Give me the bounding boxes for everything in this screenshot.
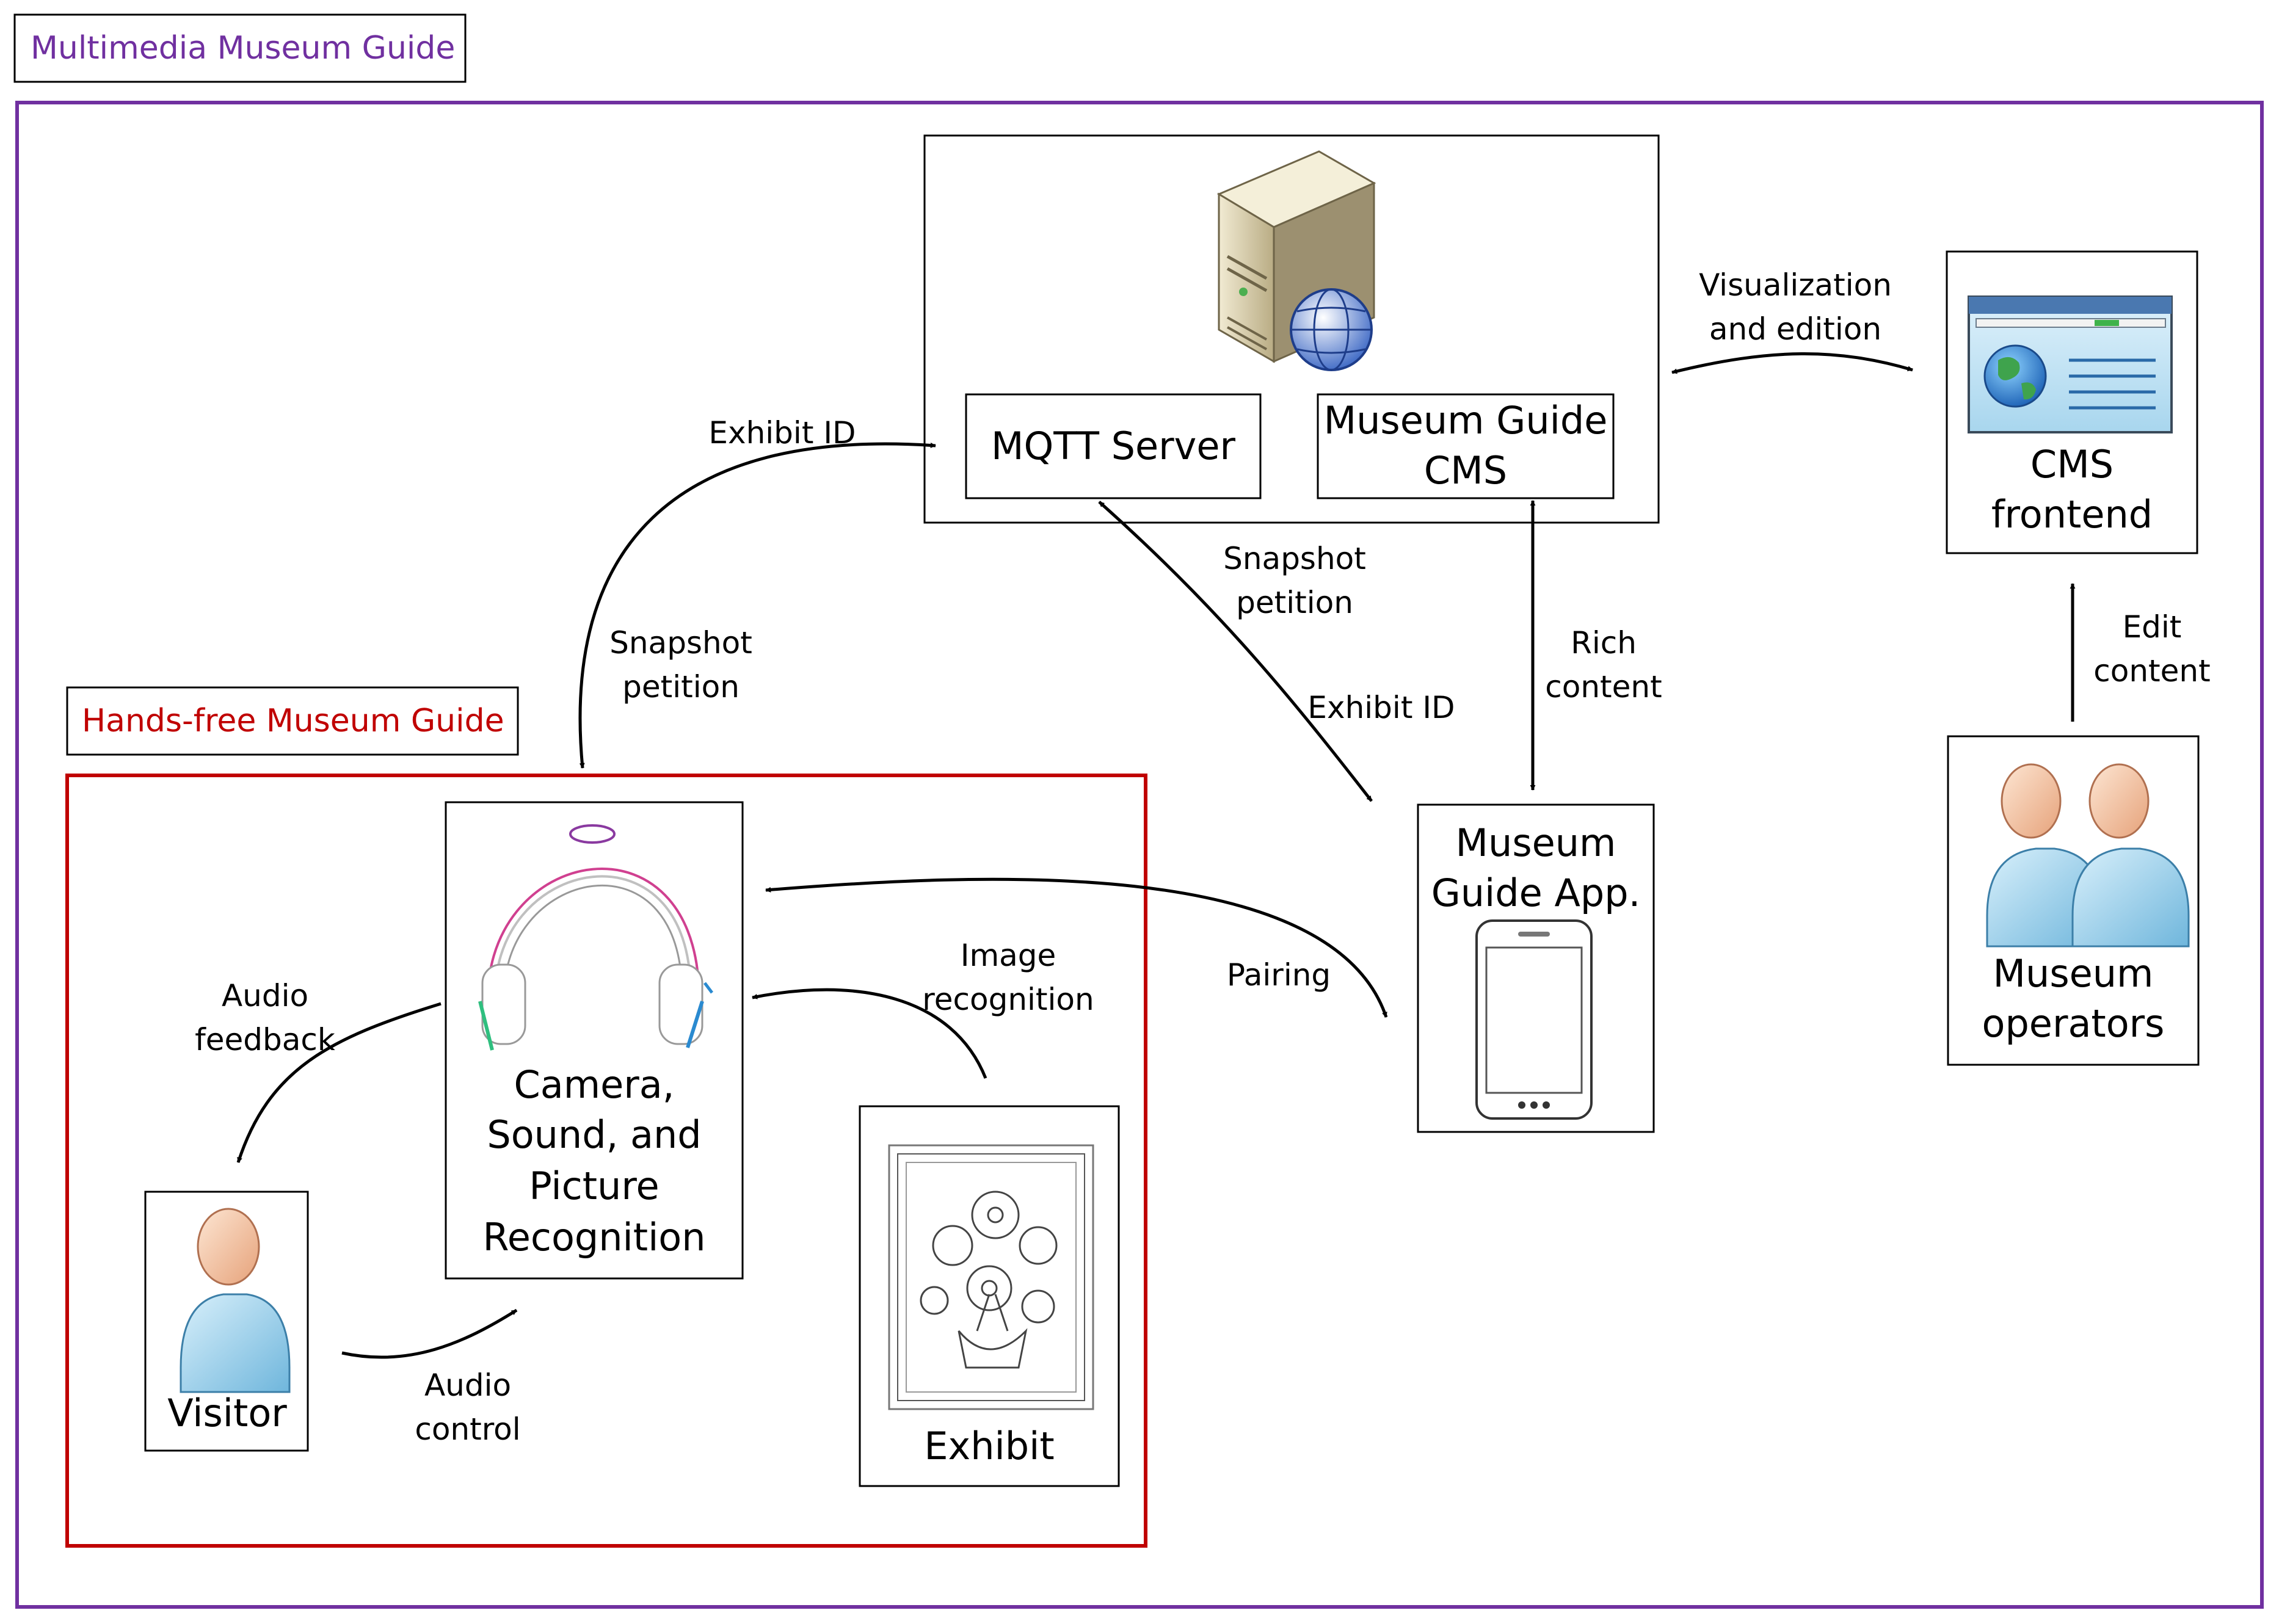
- outer-group-label-box: [13, 13, 467, 83]
- edge-mqtt-app: [1098, 501, 1373, 802]
- edge-label-rich-1: Rich: [1571, 625, 1637, 661]
- edge-label-snapshot-left-1: Snapshot: [609, 625, 752, 661]
- visitor-label: Visitor: [167, 1391, 287, 1435]
- edge-label-image-2: recognition: [922, 982, 1094, 1017]
- museum-operators-label-line2: operators: [1982, 1001, 2165, 1046]
- edge-label-pairing: Pairing: [1227, 957, 1331, 993]
- museum-operators-label-line1: Museum: [1993, 951, 2154, 996]
- edge-label-snapshot-mid-2: petition: [1236, 585, 1353, 620]
- mqtt-server-label: MQTT Server: [991, 424, 1235, 468]
- users-icon: [1986, 763, 2190, 948]
- cms-frontend-node: CMS frontend: [1946, 250, 2198, 554]
- user-icon: [180, 1208, 291, 1393]
- edge-label-vis-1: Visualization: [1699, 267, 1892, 303]
- edge-exhibit-headset: [752, 988, 987, 1079]
- inner-group-label-box: [66, 686, 519, 756]
- cms-frontend-label-line2: frontend: [1991, 492, 2153, 537]
- edge-label-exhibit-id-left: Exhibit ID: [708, 415, 856, 451]
- headset-label-line4: Recognition: [482, 1215, 705, 1260]
- web-server-icon: [1216, 150, 1376, 371]
- edge-headset-visitor: [236, 1002, 442, 1163]
- exhibit-label: Exhibit: [924, 1424, 1054, 1468]
- cms-frontend-label-line1: CMS: [2030, 442, 2114, 487]
- cms-label-line2: CMS: [1424, 448, 1507, 493]
- edge-visitor-headset: [341, 1308, 518, 1359]
- edge-label-rich-2: content: [1545, 669, 1662, 705]
- museum-operators-node: Museum operators: [1947, 735, 2200, 1066]
- app-label-line1: Museum: [1456, 821, 1616, 865]
- headset-label-line3: Picture: [529, 1164, 659, 1208]
- edge-server-frontend: [1671, 352, 1913, 374]
- outer-group-label: Multimedia Museum Guide: [31, 30, 455, 67]
- museum-guide-app-node: Museum Guide App.: [1417, 803, 1655, 1133]
- smartphone-icon: [1475, 919, 1593, 1120]
- edge-label-exhibit-id-mid: Exhibit ID: [1307, 690, 1455, 725]
- browser-globe-icon: [1968, 295, 2173, 433]
- visitor-node: Visitor: [144, 1191, 309, 1452]
- edge-app-headset: [765, 877, 1388, 1018]
- inner-group-frame: [65, 774, 1147, 1548]
- painting-icon: [888, 1144, 1094, 1410]
- edge-label-edit-2: content: [2093, 653, 2210, 689]
- edge-label-audio-ctrl-2: control: [415, 1412, 520, 1447]
- edge-label-audio-fb-2: feedback: [195, 1022, 335, 1057]
- edge-label-vis-2: and edition: [1709, 311, 1881, 347]
- edge-label-snapshot-mid-1: Snapshot: [1223, 541, 1366, 576]
- headphones-icon: [478, 824, 713, 1051]
- edge-label-edit-1: Edit: [2123, 609, 2182, 645]
- edge-label-image-1: Image: [961, 938, 1056, 973]
- edge-label-snapshot-left-2: petition: [622, 669, 740, 705]
- edge-label-audio-ctrl-1: Audio: [424, 1368, 511, 1403]
- app-label-line2: Guide App.: [1431, 871, 1641, 915]
- cms-label-line1: Museum Guide: [1324, 398, 1608, 443]
- cms-node: Museum Guide CMS: [1317, 393, 1615, 499]
- outer-group-frame: [15, 101, 2264, 1609]
- headset-label-line2: Sound, and: [487, 1112, 701, 1157]
- exhibit-node: Exhibit: [859, 1105, 1120, 1487]
- edge-mqtt-headset: [578, 442, 936, 769]
- edge-label-audio-fb-1: Audio: [222, 978, 308, 1013]
- inner-group-label: Hands-free Museum Guide: [82, 703, 504, 739]
- headset-label-line1: Camera,: [514, 1062, 674, 1107]
- mqtt-server-node: MQTT Server: [965, 393, 1262, 499]
- headset-node: Camera, Sound, and Picture Recognition: [445, 801, 744, 1280]
